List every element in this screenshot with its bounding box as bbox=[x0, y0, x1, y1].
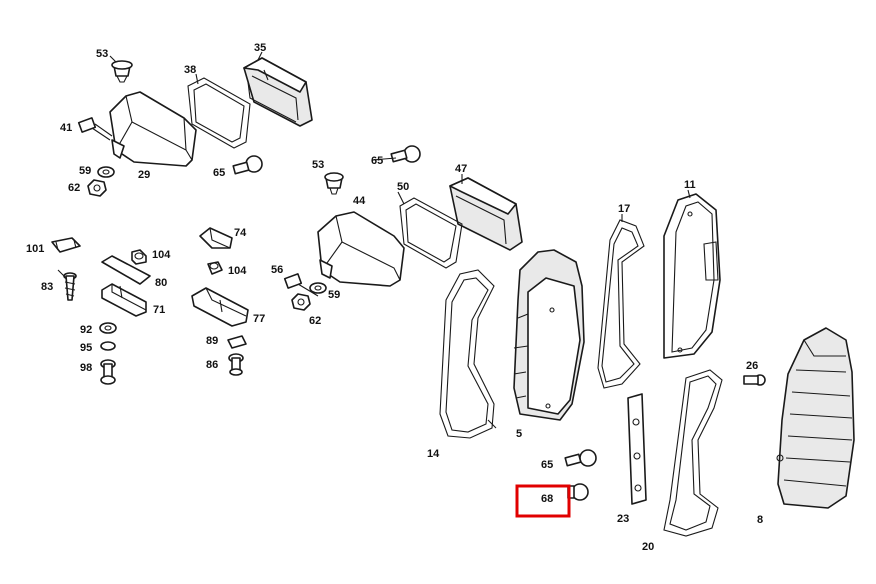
lamp-lens-47 bbox=[449, 177, 523, 251]
callout-50: 50 bbox=[397, 181, 409, 193]
bracket-77 bbox=[191, 287, 249, 327]
callout-5: 5 bbox=[516, 428, 522, 440]
grommet-53-top bbox=[111, 60, 133, 83]
callout-74: 74 bbox=[234, 227, 247, 239]
screw-98 bbox=[100, 359, 116, 385]
callout-44: 44 bbox=[353, 195, 366, 207]
gasket-17 bbox=[597, 219, 645, 389]
tail-lamp-lens-11 bbox=[663, 193, 721, 359]
clip-101 bbox=[51, 237, 81, 253]
callout-98: 98 bbox=[80, 362, 92, 374]
lamp-lens-35 bbox=[243, 57, 313, 127]
bulb-68 bbox=[567, 483, 589, 501]
callout-62-left: 62 bbox=[68, 182, 80, 194]
pin-26 bbox=[743, 374, 766, 386]
callout-62-center: 62 bbox=[309, 315, 321, 327]
callout-95: 95 bbox=[80, 342, 92, 354]
tail-lamp-lens-5 bbox=[513, 249, 585, 421]
callout-11: 11 bbox=[684, 179, 696, 191]
callout-26: 26 bbox=[746, 360, 758, 372]
lens-80 bbox=[101, 255, 151, 285]
washer-59-center bbox=[309, 282, 327, 294]
grommet-53-center bbox=[324, 172, 344, 195]
callout-8: 8 bbox=[757, 514, 763, 526]
leader-lines bbox=[57, 69, 691, 429]
callout-56: 56 bbox=[271, 264, 283, 276]
callout-83: 83 bbox=[41, 281, 53, 293]
gasket-50 bbox=[399, 197, 463, 269]
holder-74 bbox=[199, 227, 233, 249]
callout-92: 92 bbox=[80, 324, 92, 336]
callouts: 53 35 38 41 59 62 29 65 53 65 47 50 44 1… bbox=[26, 42, 763, 553]
lamp-housing-29 bbox=[109, 91, 197, 167]
callout-59-left: 59 bbox=[79, 165, 91, 177]
callout-53-center: 53 bbox=[312, 159, 324, 171]
callout-41: 41 bbox=[60, 122, 72, 134]
callout-17: 17 bbox=[618, 203, 630, 215]
callout-29: 29 bbox=[138, 169, 150, 181]
screw-41 bbox=[77, 117, 113, 141]
callout-68: 68 bbox=[541, 493, 553, 505]
callout-59-center: 59 bbox=[328, 289, 340, 301]
callout-104-left: 104 bbox=[152, 249, 171, 261]
bulb-65-left bbox=[232, 155, 263, 175]
callout-77: 77 bbox=[253, 313, 265, 325]
gasket-14 bbox=[439, 269, 495, 439]
lamp-housing-44 bbox=[317, 211, 405, 287]
callout-53-top: 53 bbox=[96, 48, 108, 60]
nut-62-left bbox=[87, 179, 107, 197]
washer-89 bbox=[227, 335, 247, 349]
callout-65-left: 65 bbox=[213, 167, 225, 179]
washer-95 bbox=[100, 341, 116, 351]
callout-20: 20 bbox=[642, 541, 654, 553]
washer-92 bbox=[99, 322, 117, 334]
lamp-base-71 bbox=[101, 283, 147, 317]
callout-38: 38 bbox=[184, 64, 196, 76]
gasket-38 bbox=[187, 77, 251, 149]
tail-lamp-housing-8 bbox=[776, 327, 855, 509]
bulb-104-left bbox=[131, 249, 147, 265]
callout-14: 14 bbox=[427, 448, 440, 460]
bulb-104-center bbox=[207, 261, 223, 275]
callout-23: 23 bbox=[617, 513, 629, 525]
callout-65-right: 65 bbox=[541, 459, 553, 471]
highlight-box bbox=[515, 484, 571, 518]
nut-62-center bbox=[291, 293, 311, 311]
callout-101: 101 bbox=[26, 243, 44, 255]
bulb-65-center bbox=[390, 145, 421, 163]
screw-56 bbox=[283, 273, 319, 297]
callout-86: 86 bbox=[206, 359, 218, 371]
callout-65-center: 65 bbox=[371, 155, 383, 167]
bulb-65-right bbox=[564, 449, 597, 467]
screw-86 bbox=[228, 353, 244, 376]
callout-104-center: 104 bbox=[228, 265, 247, 277]
callout-80: 80 bbox=[155, 277, 167, 289]
callout-89: 89 bbox=[206, 335, 218, 347]
callout-47: 47 bbox=[455, 163, 467, 175]
gasket-20 bbox=[663, 369, 723, 537]
callout-35: 35 bbox=[254, 42, 266, 54]
washer-59-left bbox=[97, 166, 115, 178]
plate-23 bbox=[627, 393, 647, 505]
callout-71: 71 bbox=[153, 304, 165, 316]
